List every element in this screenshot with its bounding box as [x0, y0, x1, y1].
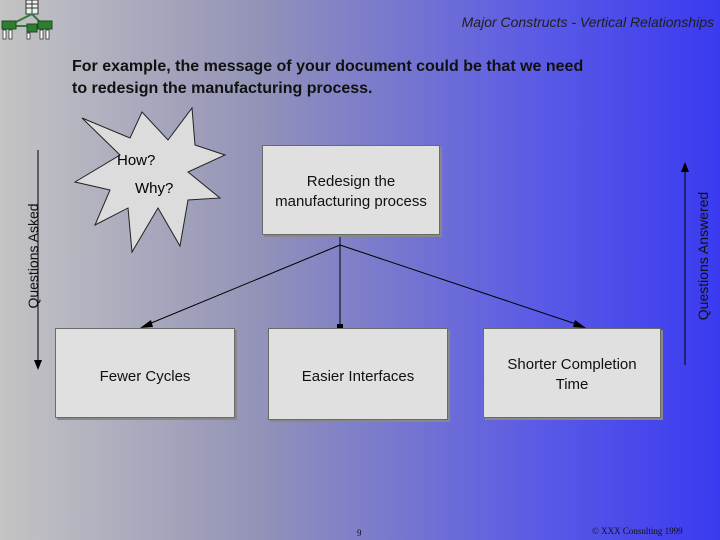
burst-why-label: Why? — [135, 180, 174, 197]
easier-interfaces-label: Easier Interfaces — [301, 368, 415, 385]
starburst-shape — [73, 106, 227, 254]
headline: For example, the message of your documen… — [72, 56, 672, 100]
arrowhead-right — [573, 320, 586, 328]
arrowhead-left — [140, 320, 153, 328]
shorter-completion-label-line-1: Shorter Completion — [507, 356, 637, 373]
fewer-cycles-label: Fewer Cycles — [99, 368, 191, 385]
headline-line-1: For example, the message of your documen… — [72, 58, 584, 75]
easier-interfaces-box: Easier Interfaces — [268, 328, 448, 420]
redesign-box-label: Redesign the manufacturing process — [275, 173, 427, 210]
network-diagram-icon — [1, 0, 53, 40]
fewer-cycles-box: Fewer Cycles — [55, 328, 235, 418]
redesign-box: Redesign the manufacturing process — [262, 145, 440, 235]
connector-lines — [143, 237, 583, 327]
copyright-notice: © XXX Consulting 1999 — [592, 526, 683, 536]
questions-asked-label: Questions Asked — [25, 203, 41, 309]
questions-asked-arrow — [34, 150, 42, 370]
shorter-completion-box: Shorter Completion Time — [483, 328, 661, 418]
slide-header-title: Major Constructs - Vertical Relationship… — [461, 14, 714, 30]
headline-line-2: to redesign the manufacturing process. — [72, 80, 373, 97]
shorter-completion-label-line-2: Time — [555, 376, 589, 393]
questions-answered-arrow — [681, 162, 689, 365]
questions-answered-label: Questions Answered — [695, 191, 711, 321]
arrowhead-center — [337, 324, 343, 330]
page-number: 9 — [357, 528, 362, 538]
burst-how-label: How? — [117, 152, 156, 169]
